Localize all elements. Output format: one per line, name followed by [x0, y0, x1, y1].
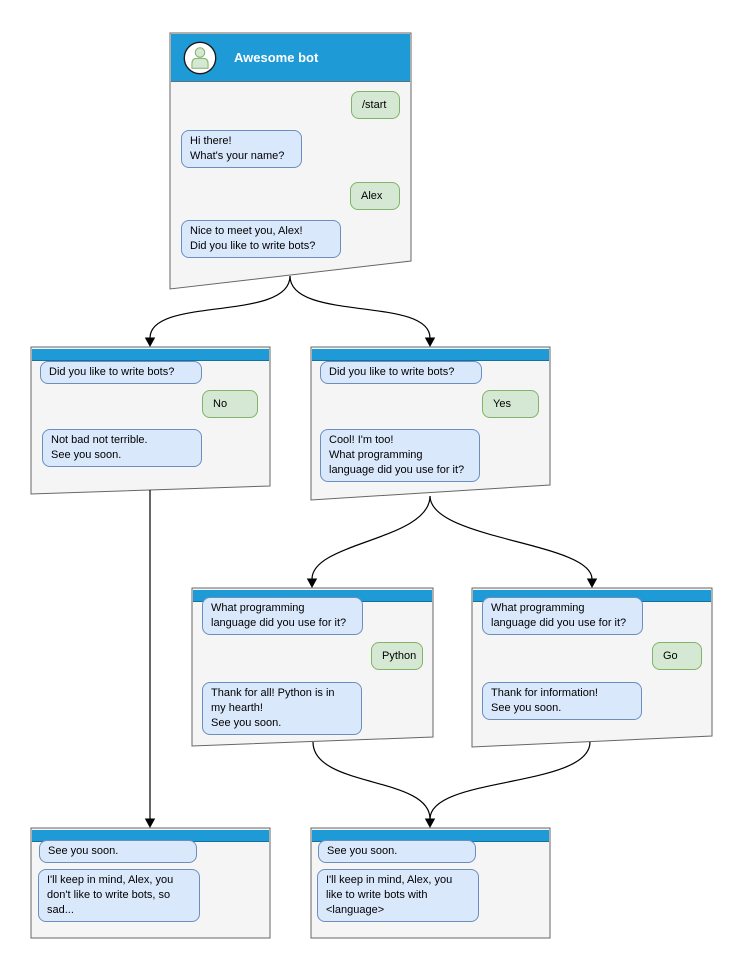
window-header-bar — [312, 349, 549, 361]
connector-arrowhead-icon — [586, 578, 598, 588]
bot-message-bubble: Thank for all! Python is in my hearth! S… — [202, 682, 362, 735]
chat-window-awesome-bot: Awesome bot /start Hi there! What's your… — [170, 33, 411, 289]
bot-message-bubble: Hi there! What's your name? — [181, 130, 302, 168]
user-message-bubble: Python — [371, 642, 423, 670]
bot-message-bubble: I'll keep in mind, Alex, you like to wri… — [317, 869, 479, 922]
connector-arrowhead-icon — [144, 818, 156, 828]
chat-window-branch-yes: Did you like to write bots? Yes Cool! I'… — [311, 347, 550, 500]
bot-message-bubble: See you soon. — [39, 840, 197, 863]
connector-branch-yes-to-lang-go — [429, 495, 593, 580]
user-message-bubble: Yes — [482, 390, 539, 418]
connector-lang-python-to-end-language — [312, 741, 431, 820]
bot-message-bubble: What programming language did you use fo… — [482, 597, 643, 635]
bot-message-bubble: Nice to meet you, Alex! Did you like to … — [181, 220, 341, 258]
bot-message-bubble: Not bad not terrible. See you soon. — [42, 429, 202, 467]
bot-message-bubble: Cool! I'm too! What programming language… — [320, 429, 480, 482]
user-message-bubble: Go — [652, 642, 702, 670]
connector-lang-go-to-end-language — [429, 741, 591, 820]
bot-title: Awesome bot — [234, 50, 319, 65]
bot-message-bubble: Thank for information! See you soon. — [482, 682, 642, 720]
person-icon — [183, 41, 217, 74]
connector-arrowhead-icon — [306, 578, 318, 588]
window-header-bar — [32, 349, 269, 361]
bot-message-bubble: Did you like to write bots? — [40, 361, 202, 384]
connector-arrowhead-icon — [424, 818, 436, 828]
connector-branch-yes-to-lang-python — [311, 495, 431, 580]
user-message-bubble: Alex — [350, 182, 400, 210]
connector-arrowhead-icon — [144, 337, 156, 347]
chat-window-lang-python: What programming language did you use fo… — [192, 588, 433, 746]
bot-message-bubble: What programming language did you use fo… — [202, 597, 363, 635]
chat-window-branch-no: Did you like to write bots? No Not bad n… — [31, 347, 270, 494]
chat-window-lang-go: What programming language did you use fo… — [472, 588, 712, 747]
bot-message-bubble: See you soon. — [318, 840, 476, 863]
user-message-bubble: No — [202, 390, 258, 418]
user-message-bubble: /start — [351, 91, 400, 119]
chat-window-header: Awesome bot — [171, 34, 410, 82]
chat-window-end-language: See you soon. I'll keep in mind, Alex, y… — [311, 828, 550, 938]
connector-arrowhead-icon — [424, 337, 436, 347]
chat-window-end-no: See you soon. I'll keep in mind, Alex, y… — [31, 828, 270, 938]
connector-awesome-bot-to-branch-no — [149, 275, 291, 339]
bot-message-bubble: I'll keep in mind, Alex, you don't like … — [38, 869, 200, 922]
bot-message-bubble: Did you like to write bots? — [320, 361, 482, 384]
connector-awesome-bot-to-branch-yes — [289, 275, 431, 339]
